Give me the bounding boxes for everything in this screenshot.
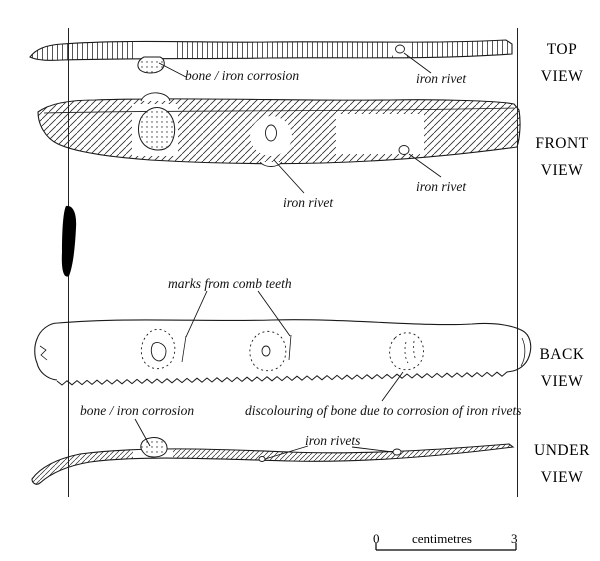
margin-rules [68,28,518,497]
comb-teeth-edge [56,370,514,386]
section-profile [61,205,77,277]
view-label-back-line1: BACK [539,346,585,363]
view-label-back: BACK VIEW [527,341,597,395]
back-discolouration-patch-left [140,328,176,370]
under-iron-rivet-left [258,456,266,462]
view-label-back-line2: VIEW [540,373,584,390]
annotation-top-rivet: iron rivet [416,71,467,86]
view-label-top-line2: VIEW [540,68,584,85]
view-label-top: TOP VIEW [527,36,597,90]
scale-three: 3 [511,531,518,546]
view-label-under-line2: VIEW [540,469,584,486]
annotation-front-rivet-mid: iron rivet [283,195,334,210]
scale-bar [375,543,517,551]
comb-teeth-marks [181,334,292,363]
front-iron-rivet-mid [265,124,277,142]
top-view-drawing [29,39,513,74]
front-iron-rivet-right [398,145,410,155]
scale-unit: centimetres [412,531,472,546]
under-iron-rivet-right [392,448,402,456]
under-view-drawing [31,437,515,485]
front-view-drawing [37,92,521,167]
view-label-front-line1: FRONT [535,135,589,152]
annotation-top-corrosion: bone / iron corrosion [185,68,300,83]
back-view-drawing [34,319,532,386]
view-label-front: FRONT VIEW [527,130,597,184]
annotation-front-rivet-right: iron rivet [416,179,467,194]
view-label-top-line1: TOP [546,41,578,58]
top-iron-rivet [395,44,405,54]
back-discolouration-patch-right [389,332,424,371]
view-label-under-line1: UNDER [534,442,590,459]
annotation-comb-marks: marks from comb teeth [168,276,292,291]
annotation-under-rivets: iron rivets [305,433,361,448]
leader-lines [134,52,442,460]
back-rivet-hole [261,345,271,357]
scale-zero: 0 [373,531,380,546]
view-label-front-line2: VIEW [540,162,584,179]
view-label-under: UNDER VIEW [527,437,597,491]
annotation-discolouring: discolouring of bone due to corrosion of… [245,403,522,418]
back-discolouration-patch-mid [249,330,287,372]
annotation-under-corrosion: bone / iron corrosion [80,403,195,418]
